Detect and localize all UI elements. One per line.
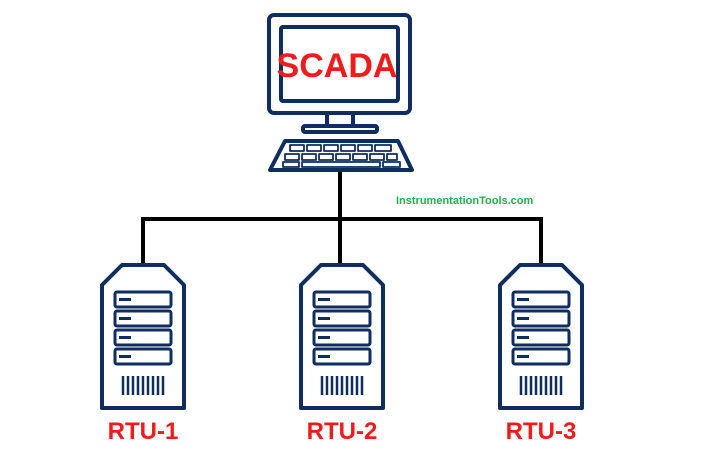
monitor-base — [301, 124, 379, 134]
rtu-1-server-icon — [100, 263, 186, 410]
network-wires — [141, 168, 543, 265]
monitor-screen — [279, 25, 400, 103]
rtu-1-label: RTU-1 — [107, 418, 179, 445]
rtu-2-label: RTU-2 — [306, 418, 378, 445]
rtu-2-server-icon — [299, 263, 385, 410]
keyboard-keys — [282, 144, 401, 168]
watermark-text: InstrumentationTools.com — [396, 195, 534, 207]
rtu-3-label: RTU-3 — [505, 418, 577, 445]
rtu-3-server-icon — [498, 263, 584, 410]
keyboard-icon — [268, 139, 414, 172]
scada-label: SCADA — [276, 46, 398, 85]
scada-computer-icon — [267, 13, 414, 172]
